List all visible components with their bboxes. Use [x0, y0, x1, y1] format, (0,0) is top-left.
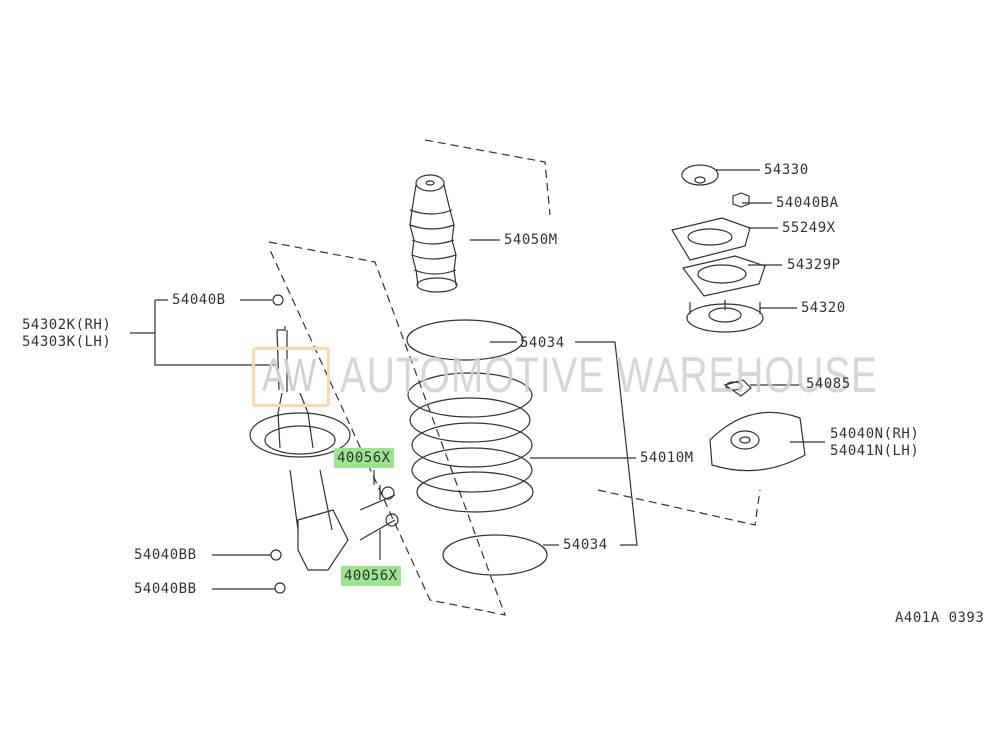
part-label-54010M[interactable]: 54010M	[640, 450, 694, 466]
leader-lines	[130, 169, 825, 590]
part-label-40056X-1[interactable]: 40056X	[334, 448, 394, 468]
part-label-54040N[interactable]: 54040N(RH)	[830, 426, 920, 442]
part-label-54329P[interactable]: 54329P	[787, 257, 841, 273]
dashed-group-lines	[268, 139, 761, 616]
part-label-54330[interactable]: 54330	[764, 162, 809, 178]
coil-spring-part	[406, 319, 548, 576]
part-label-54050M[interactable]: 54050M	[504, 232, 558, 248]
strut-assembly-part	[249, 294, 399, 594]
bump-stop-part	[409, 174, 458, 293]
part-label-54085[interactable]: 54085	[806, 376, 851, 392]
part-label-40056X-2[interactable]: 40056X	[341, 566, 401, 586]
top-mount-parts	[671, 164, 806, 472]
part-label-54034-bottom[interactable]: 54034	[563, 537, 608, 553]
part-label-54320[interactable]: 54320	[801, 300, 846, 316]
part-label-54302K[interactable]: 54302K(RH)	[22, 317, 112, 333]
part-label-54041N[interactable]: 54041N(LH)	[830, 443, 920, 459]
part-label-54034-top[interactable]: 54034	[520, 335, 565, 351]
watermark-text: AUTOMOTIVE WAREHOUSE	[340, 347, 878, 403]
part-label-54303K[interactable]: 54303K(LH)	[22, 334, 112, 350]
part-label-55249X[interactable]: 55249X	[782, 220, 836, 236]
diagram-code: A401A 0393	[895, 610, 985, 626]
part-label-54040BB-1[interactable]: 54040BB	[134, 547, 197, 563]
watermark-logo: AW	[262, 349, 317, 401]
watermark-logo-box	[252, 347, 330, 407]
part-label-54040B[interactable]: 54040B	[172, 292, 226, 308]
part-label-54040BB-2[interactable]: 54040BB	[134, 581, 197, 597]
part-label-54040BA[interactable]: 54040BA	[776, 195, 839, 211]
